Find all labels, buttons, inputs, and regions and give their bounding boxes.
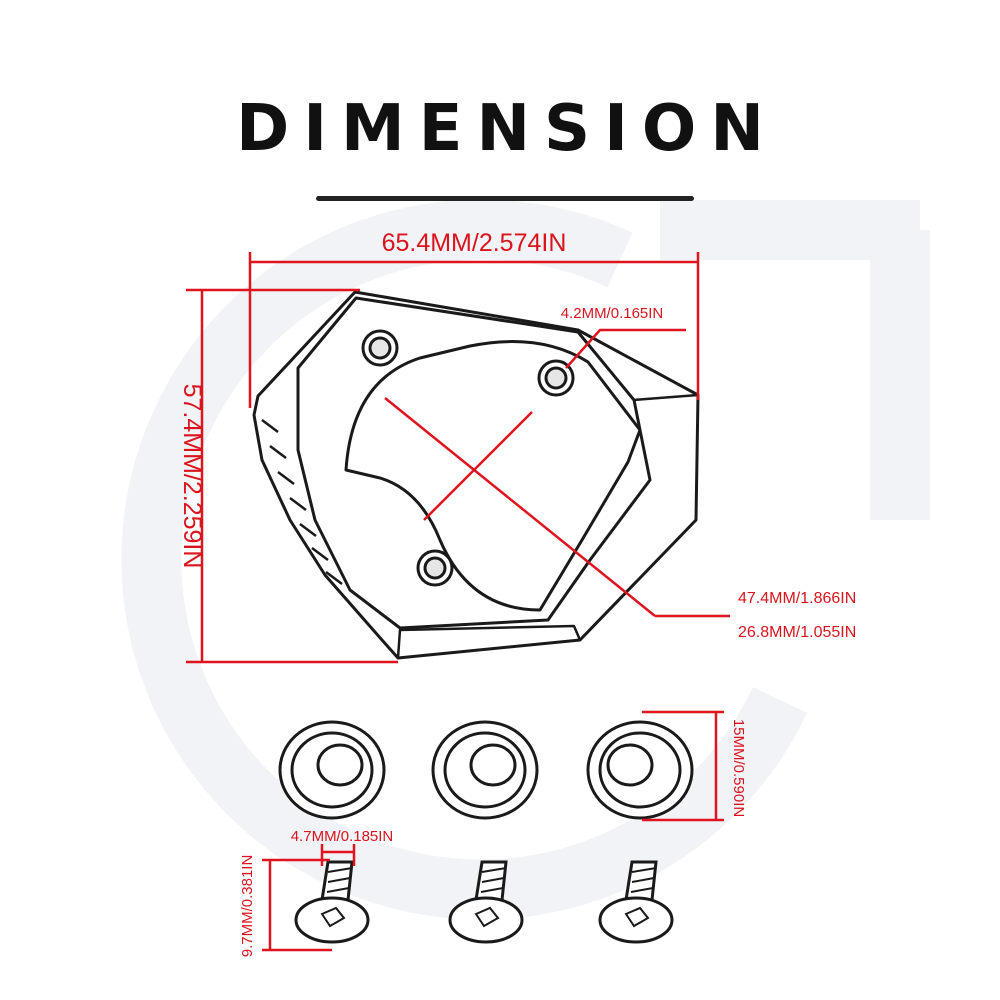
overall-height-label: 57.4MM/2.259IN	[178, 384, 206, 569]
screws	[294, 860, 674, 944]
cross-length-label: 47.4MM/1.866IN	[738, 590, 856, 607]
washer-diameter-label: 15MM/0.590IN	[730, 719, 747, 817]
dimension-lines	[186, 252, 730, 952]
dimension-labels: 65.4MM/2.574IN 57.4MM/2.259IN 4.2MM/0.16…	[178, 229, 856, 957]
side-stand-plate	[252, 290, 700, 660]
screw-diameter-label: 4.7MM/0.185IN	[291, 828, 394, 845]
page-title: DIMENSION	[236, 92, 778, 166]
watermark-logo	[121, 199, 930, 920]
washers	[278, 720, 694, 820]
screw-length-label: 9.7MM/0.381IN	[239, 855, 256, 958]
hole-diameter-label: 4.2MM/0.165IN	[561, 305, 664, 322]
title-underline	[316, 196, 694, 201]
mount-holes	[361, 329, 575, 587]
overall-width-label: 65.4MM/2.574IN	[382, 229, 567, 257]
cross-width-label: 26.8MM/1.055IN	[738, 624, 856, 641]
